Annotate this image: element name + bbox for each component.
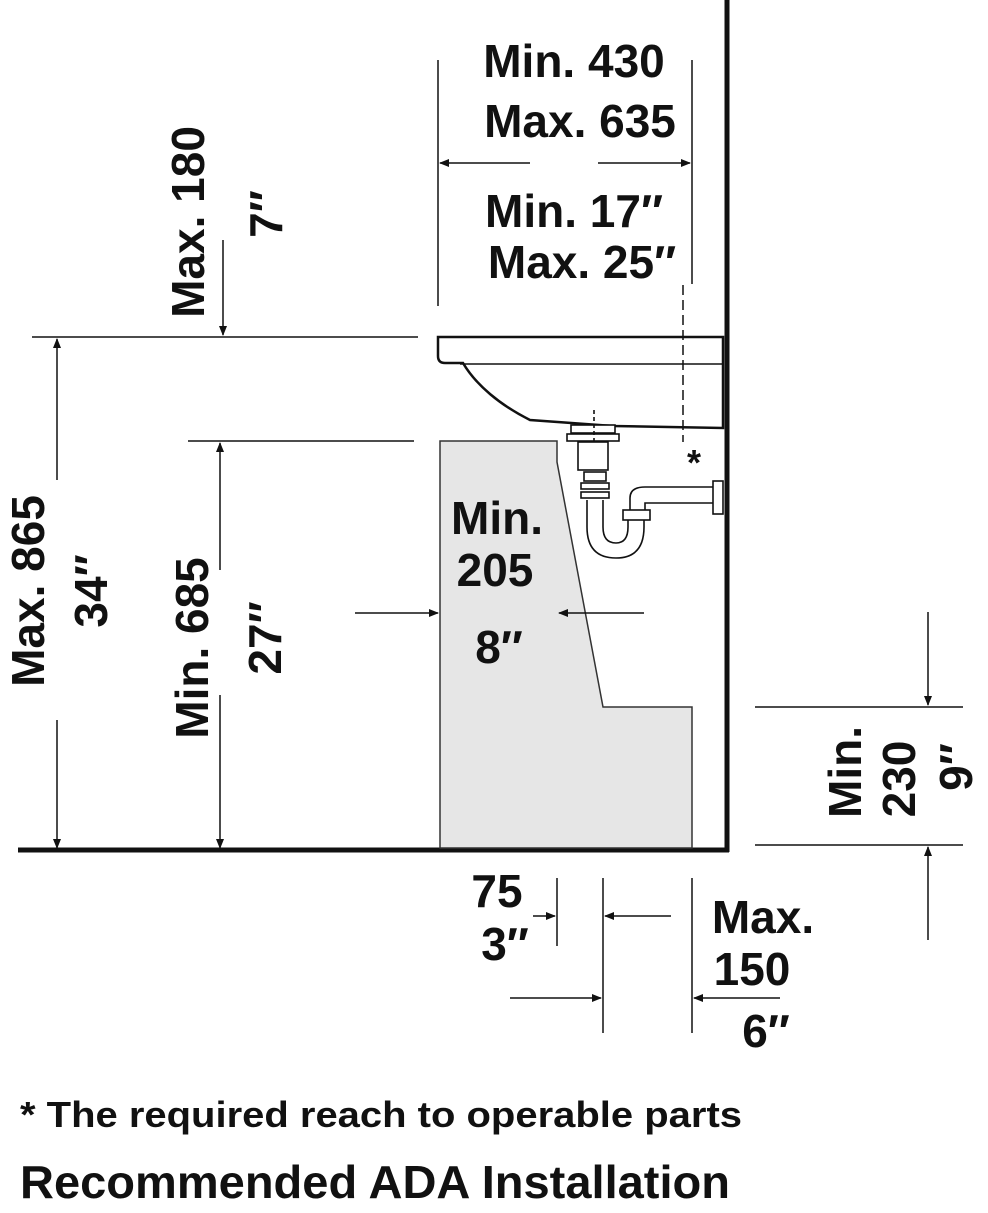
wall-max-label: Max. xyxy=(712,891,814,943)
toe-min-label: Min. xyxy=(819,726,871,818)
overall-imperial-label: 34″ xyxy=(65,554,117,627)
overall-metric-label: Max. 865 xyxy=(2,495,54,687)
footnote: * The required reach to operable parts xyxy=(20,1094,742,1135)
reach-asterisk: * xyxy=(687,442,701,483)
wall-imperial-label: 6″ xyxy=(742,1005,790,1057)
depth-min-label: Min. xyxy=(451,492,543,544)
depth-metric-label: 205 xyxy=(457,544,534,596)
sink-basin xyxy=(436,335,725,430)
top-metric-min-label: Min. 430 xyxy=(483,35,665,87)
top-imperial-min-label: Min. 17″ xyxy=(485,185,663,237)
recess-imperial-label: 3″ xyxy=(481,918,529,970)
drain-p-trap xyxy=(566,410,724,559)
wall-metric-label: 150 xyxy=(714,943,791,995)
knee-clearance-zone xyxy=(439,440,693,849)
top-metric-max-label: Max. 635 xyxy=(484,95,676,147)
caption: Recommended ADA Installation xyxy=(20,1156,730,1208)
gap-imperial-label: 7″ xyxy=(240,190,292,238)
toe-imperial-label: 9″ xyxy=(930,743,982,791)
recess-metric-label: 75 xyxy=(471,865,522,917)
knee-imperial-label: 27″ xyxy=(239,601,291,674)
top-imperial-max-label: Max. 25″ xyxy=(488,236,676,288)
knee-metric-label: Min. 685 xyxy=(166,557,218,739)
gap-metric-label: Max. 180 xyxy=(162,126,214,318)
depth-imperial-label: 8″ xyxy=(475,621,523,673)
toe-metric-label: 230 xyxy=(873,741,925,818)
